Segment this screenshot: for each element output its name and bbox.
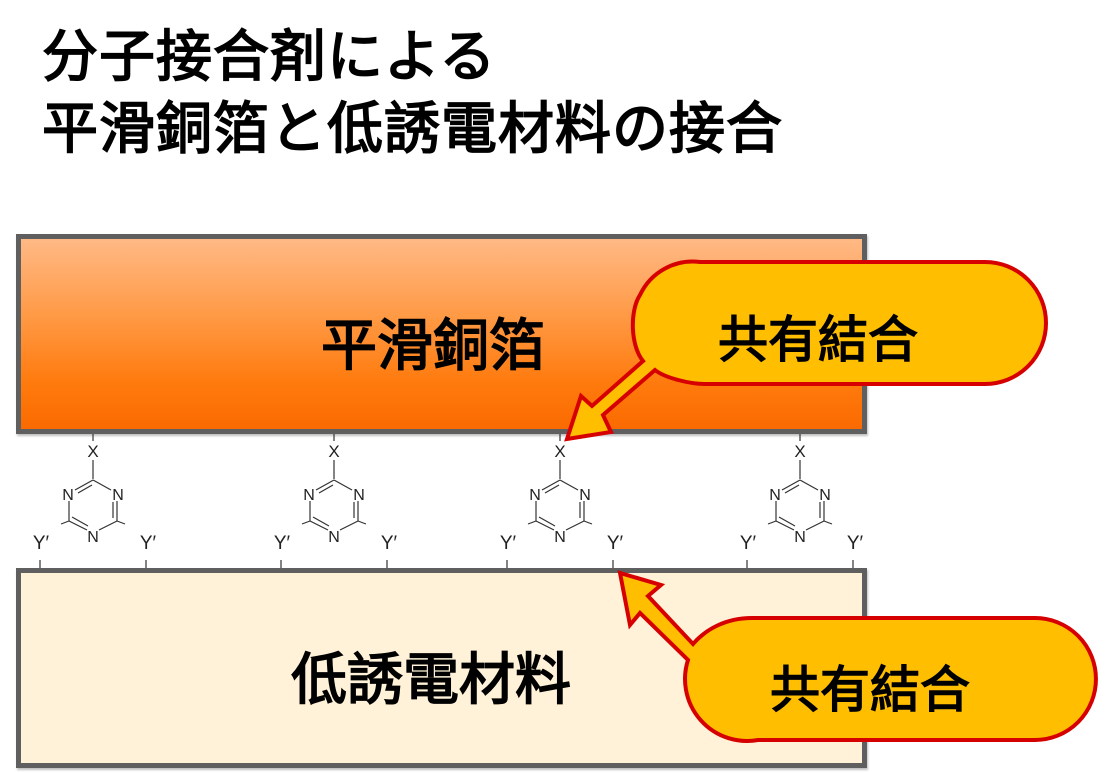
- y-prime-group-label: Y′: [740, 533, 757, 554]
- ring-bond: [315, 479, 335, 491]
- ring-double-bond: [312, 516, 330, 527]
- y-prime-group-label: Y′: [33, 533, 50, 554]
- molecular-bonding-agents: X N N N Y′ Y′ X N N N Y′ Y′ X N N N Y′ Y′ X N N N Y′ Y′: [33, 434, 864, 568]
- bond-line: [583, 520, 593, 525]
- x-group-label: X: [794, 442, 805, 461]
- callout-bubble-bottom: [617, 570, 1098, 743]
- ring-nitrogen-label: N: [328, 529, 340, 546]
- x-group-label: X: [554, 442, 565, 461]
- ring-bond: [68, 520, 88, 531]
- ring-nitrogen-label: N: [579, 487, 591, 504]
- ring-double-bond: [71, 516, 89, 527]
- bond-line: [527, 520, 537, 525]
- ring-bond: [339, 520, 359, 531]
- triazine-molecule: X N N N Y′ Y′: [33, 434, 157, 568]
- ring-bond: [333, 479, 353, 491]
- callout-label-top: 共有結合: [718, 311, 918, 369]
- callout-bubble-top: [564, 259, 1048, 442]
- ring-nitrogen-label: N: [353, 487, 365, 504]
- triazine-molecule: X N N N Y′ Y′: [274, 434, 398, 568]
- ring-nitrogen-label: N: [819, 487, 831, 504]
- ring-nitrogen-label: N: [112, 487, 124, 504]
- ring-nitrogen-label: N: [794, 529, 806, 546]
- bond-line: [767, 520, 777, 525]
- ring-nitrogen-label: N: [529, 487, 541, 504]
- triazine-molecule: X N N N Y′ Y′: [740, 434, 864, 568]
- y-prime-group-label: Y′: [140, 533, 157, 554]
- ring-double-bond: [77, 484, 93, 494]
- ring-bond: [805, 520, 825, 531]
- ring-bond: [559, 479, 579, 491]
- diagram-title: 分子接合剤による 平滑銅箔と低誘電材料の接合: [42, 22, 783, 166]
- ring-bond: [98, 520, 118, 531]
- ring-bond: [535, 520, 555, 531]
- ring-nitrogen-label: N: [87, 529, 99, 546]
- title-line-2: 平滑銅箔と低誘電材料の接合: [42, 97, 783, 162]
- callout-label-bottom: 共有結合: [770, 661, 970, 719]
- triazine-molecule: X N N N Y′ Y′: [500, 434, 624, 568]
- ring-nitrogen-label: N: [769, 487, 781, 504]
- ring-nitrogen-label: N: [303, 487, 315, 504]
- x-group-label: X: [328, 442, 339, 461]
- title-line-1: 分子接合剤による: [42, 25, 497, 90]
- ring-bond: [775, 520, 795, 531]
- ring-nitrogen-label: N: [554, 529, 566, 546]
- ring-nitrogen-label: N: [62, 487, 74, 504]
- ring-bond: [74, 479, 94, 491]
- x-group-label: X: [87, 442, 98, 461]
- y-prime-group-label: Y′: [381, 533, 398, 554]
- ring-bond: [565, 520, 585, 531]
- bond-line: [116, 520, 126, 525]
- ring-double-bond: [538, 516, 556, 527]
- ring-double-bond: [778, 516, 796, 527]
- bond-line: [823, 520, 833, 525]
- y-prime-group-label: Y′: [847, 533, 864, 554]
- ring-double-bond: [784, 484, 800, 494]
- bond-line: [301, 520, 311, 525]
- low-dielectric-material-label: 低誘電材料: [291, 648, 571, 713]
- bond-line: [60, 520, 70, 525]
- smooth-copper-foil-label: 平滑銅箔: [321, 314, 545, 379]
- y-prime-group-label: Y′: [500, 533, 517, 554]
- ring-bond: [92, 479, 112, 491]
- y-prime-group-label: Y′: [607, 533, 624, 554]
- ring-bond: [781, 479, 801, 491]
- ring-double-bond: [544, 484, 560, 494]
- y-prime-group-label: Y′: [274, 533, 291, 554]
- covalent-bond-callout-bottom: [617, 570, 1098, 743]
- ring-bond: [541, 479, 561, 491]
- ring-bond: [799, 479, 819, 491]
- ring-bond: [309, 520, 329, 531]
- bond-line: [357, 520, 367, 525]
- ring-double-bond: [318, 484, 334, 494]
- covalent-bond-callout-top: [564, 259, 1048, 442]
